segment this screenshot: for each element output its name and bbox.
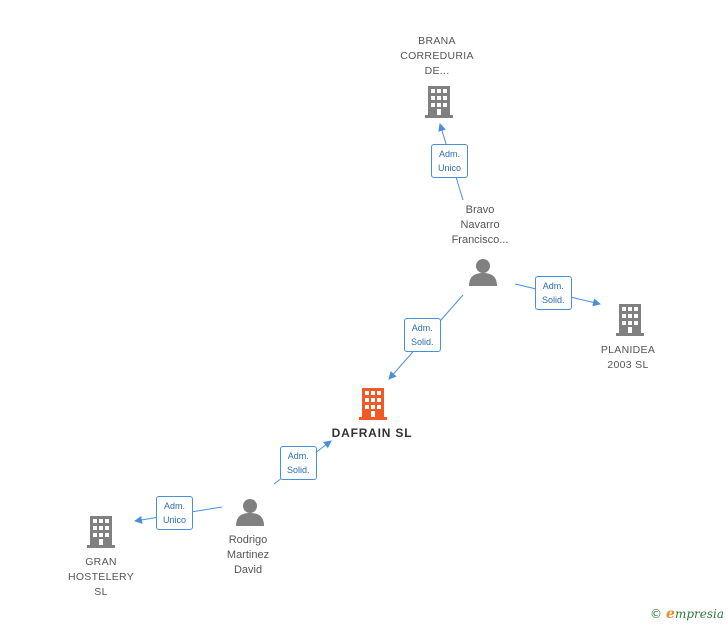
edge-label-bravo-planidea: Adm. Solid. bbox=[535, 276, 572, 310]
brand-initial: e bbox=[666, 606, 675, 622]
node-label-dafrain[interactable]: DAFRAIN SL bbox=[331, 426, 413, 440]
edge-label-rodrigo-gran: Adm. Unico bbox=[156, 496, 194, 530]
building-icon[interactable] bbox=[425, 86, 453, 118]
node-label-planidea[interactable]: PLANIDEA 2003 SL bbox=[600, 344, 656, 371]
empresia-logo: ©empresia bbox=[650, 606, 724, 622]
person-icon[interactable] bbox=[236, 499, 264, 526]
building-icon[interactable] bbox=[87, 516, 115, 548]
copyright-symbol: © bbox=[650, 607, 663, 621]
node-label-rodrigo[interactable]: Rodrigo Martinez David bbox=[226, 534, 270, 576]
person-icon[interactable] bbox=[469, 259, 497, 286]
building-icon[interactable] bbox=[616, 304, 644, 336]
edge-label-bravo-dafrain: Adm. Solid. bbox=[404, 318, 441, 352]
main-building-icon[interactable] bbox=[359, 388, 387, 420]
edge-label-rodrigo-dafrain: Adm. Solid. bbox=[280, 446, 317, 480]
node-label-bravo[interactable]: Bravo Navarro Francisco... bbox=[451, 204, 509, 246]
brand-name: mpresia bbox=[674, 607, 724, 621]
node-label-brana[interactable]: BRANA CORREDURIA DE... bbox=[400, 35, 474, 77]
node-label-gran[interactable]: GRAN HOSTELERY SL bbox=[67, 556, 135, 598]
edge-label-bravo-brana: Adm. Unico bbox=[431, 144, 469, 178]
